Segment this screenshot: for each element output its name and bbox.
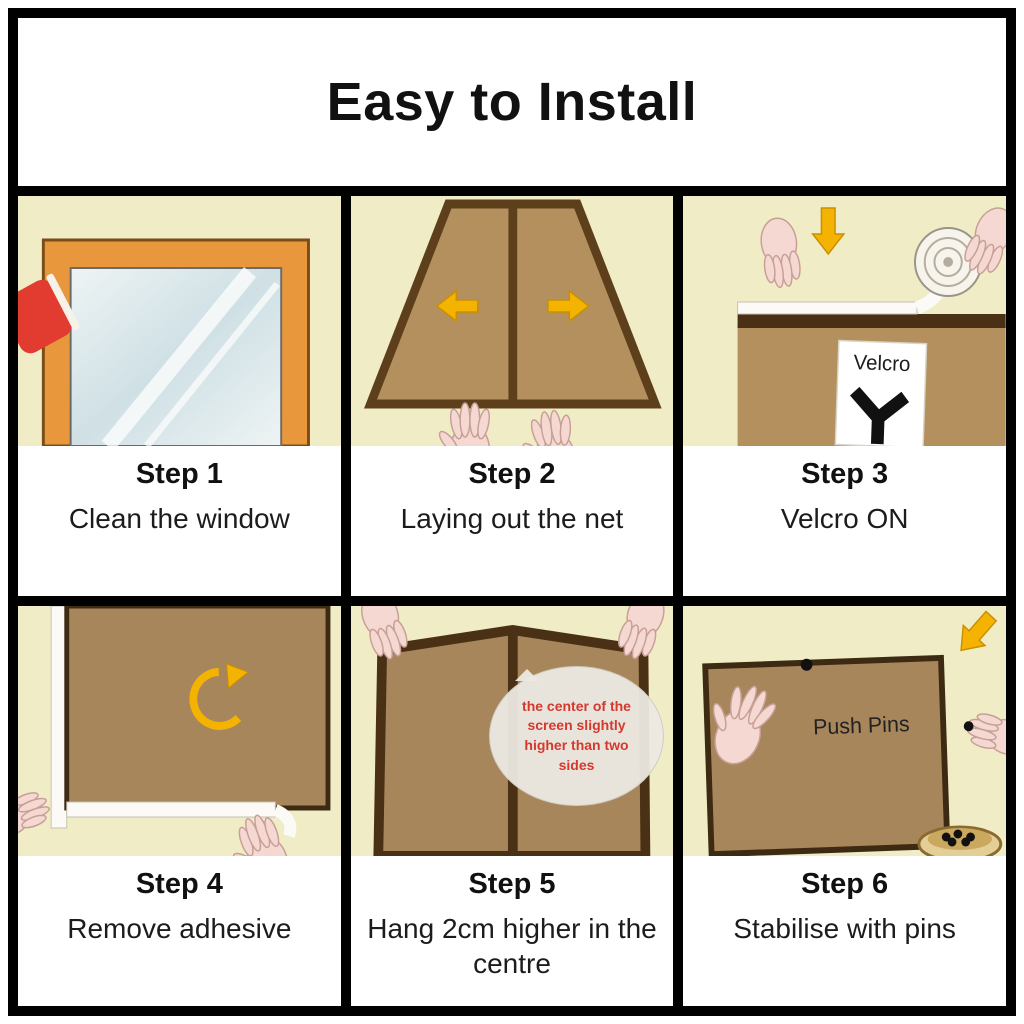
step-6-description: Stabilise with pins	[733, 913, 956, 944]
push-pins-label: Push Pins	[813, 711, 910, 740]
speech-bubble-text: the center of the screen slightly higher…	[522, 697, 631, 773]
step-1-description: Clean the window	[68, 503, 290, 534]
step-3-label: Step 3	[801, 458, 889, 490]
hand-icon	[964, 713, 1006, 756]
hand-icon	[232, 814, 289, 856]
hand-icon	[713, 685, 777, 765]
step-5-label: Step 5	[468, 868, 556, 900]
step-4-label: Step 4	[135, 868, 223, 900]
step-1-illustration	[18, 196, 341, 446]
step-1-panel: Step 1 Clean the window	[18, 196, 341, 596]
step-6-illustration: Push Pins	[683, 606, 1006, 856]
step-3-illustration: Velcro	[683, 196, 1006, 446]
velcro-label: Velcro	[854, 351, 912, 376]
hand-icon	[522, 409, 576, 446]
step-6-caption: Step 6 Stabilise with pins	[683, 856, 1006, 1006]
pin-bowl-icon	[917, 825, 1003, 856]
step-5-illustration: the center of the screen slightly higher…	[350, 606, 674, 856]
velcro-card: Velcro	[834, 339, 928, 446]
step-5-caption: Step 5 Hang 2cm higher in the centre	[350, 856, 674, 1006]
hand-icon	[438, 402, 490, 446]
step-2-caption: Step 2 Laying out the net	[350, 446, 674, 596]
page-title: Easy to Install	[326, 72, 698, 132]
header: Easy to Install	[18, 18, 1006, 186]
step-6-panel: Push Pins	[683, 606, 1006, 1006]
steps-grid: Step 1 Clean the window	[18, 196, 1006, 1006]
arrow-down-icon	[811, 207, 846, 256]
squeegee-icon	[18, 273, 80, 354]
step-3-caption: Step 3 Velcro ON	[683, 446, 1006, 596]
step-1-label: Step 1	[135, 458, 223, 490]
hand-icon	[360, 606, 408, 660]
step-6-label: Step 6	[801, 868, 889, 900]
arrow-right-icon	[546, 289, 590, 323]
step-4-illustration	[18, 606, 341, 856]
step-4-caption: Step 4 Remove adhesive	[18, 856, 341, 1006]
hand-icon	[964, 207, 1006, 275]
rotate-arrow-icon	[189, 663, 250, 730]
step-2-label: Step 2	[468, 458, 556, 490]
step-4-panel: Step 4 Remove adhesive	[18, 606, 341, 1006]
step-5-panel: the center of the screen slightly higher…	[350, 606, 674, 1006]
speech-bubble: the center of the screen slightly higher…	[489, 666, 664, 806]
hand-icon	[18, 792, 50, 837]
step-1-caption: Step 1 Clean the window	[18, 446, 341, 596]
install-guide-poster: Easy to Install	[8, 8, 1016, 1016]
arrow-left-icon	[435, 289, 479, 323]
push-pin-icon	[801, 658, 813, 671]
screen-with-adhesive-icon	[50, 606, 331, 838]
arrow-down-left-icon	[960, 610, 998, 652]
window-icon	[41, 238, 310, 446]
velcro-hook-icon	[850, 386, 910, 445]
hand-icon	[617, 606, 665, 660]
step-3-description: Velcro ON	[780, 503, 909, 534]
step-4-description: Remove adhesive	[67, 913, 292, 944]
hand-icon	[760, 217, 802, 289]
step-2-panel: Step 2 Laying out the net	[350, 196, 674, 596]
step-2-description: Laying out the net	[400, 503, 624, 534]
step-2-illustration	[350, 196, 674, 446]
step-5-description: Hang 2cm higher in the centre	[367, 913, 657, 979]
net-icon	[363, 199, 662, 409]
step-3-panel: Velcro Step 3 Velcro ON	[683, 196, 1006, 596]
